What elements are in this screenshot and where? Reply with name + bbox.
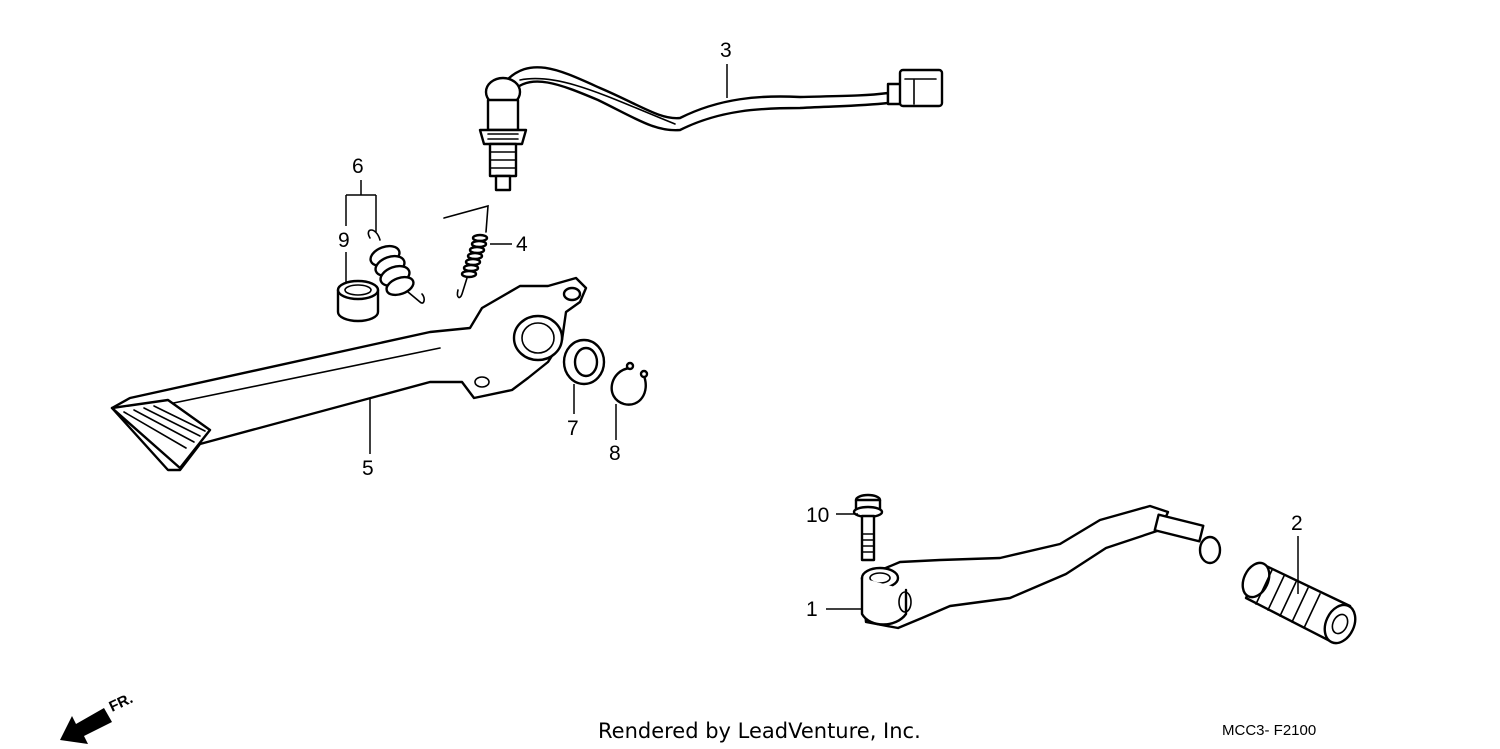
callout-10[interactable]: 10	[806, 504, 829, 527]
gearshift-rubber[interactable]	[1238, 559, 1362, 648]
stop-switch-assembly[interactable]	[478, 66, 944, 192]
brake-spring[interactable]	[367, 229, 425, 304]
collar[interactable]	[336, 279, 380, 323]
callout-1[interactable]: 1	[806, 598, 818, 621]
front-label: FR.	[107, 690, 136, 716]
callouts: 3 6 9 4 5 7 8 10 1 2	[338, 39, 1303, 621]
washer[interactable]	[562, 338, 606, 386]
bolt[interactable]	[852, 493, 884, 562]
brake-pedal[interactable]	[110, 276, 588, 472]
render-credit: Rendered by LeadVenture, Inc.	[598, 719, 921, 743]
callout-3[interactable]: 3	[720, 39, 732, 62]
callout-2[interactable]: 2	[1291, 512, 1303, 535]
return-spring[interactable]	[443, 204, 489, 299]
snap-ring[interactable]	[610, 361, 649, 406]
callout-8[interactable]: 8	[609, 442, 621, 465]
front-indicator: FR.	[60, 690, 136, 744]
diagram-code: MCC3- F2100	[1222, 722, 1316, 739]
callout-4[interactable]: 4	[516, 233, 528, 256]
callout-6[interactable]: 6	[352, 155, 364, 178]
gearshift-pedal[interactable]	[860, 504, 1222, 630]
front-arrow-icon	[60, 708, 112, 744]
callout-9[interactable]: 9	[338, 229, 350, 252]
callout-7[interactable]: 7	[567, 417, 579, 440]
callout-5[interactable]: 5	[362, 457, 374, 480]
leader-lines	[345, 64, 1299, 610]
